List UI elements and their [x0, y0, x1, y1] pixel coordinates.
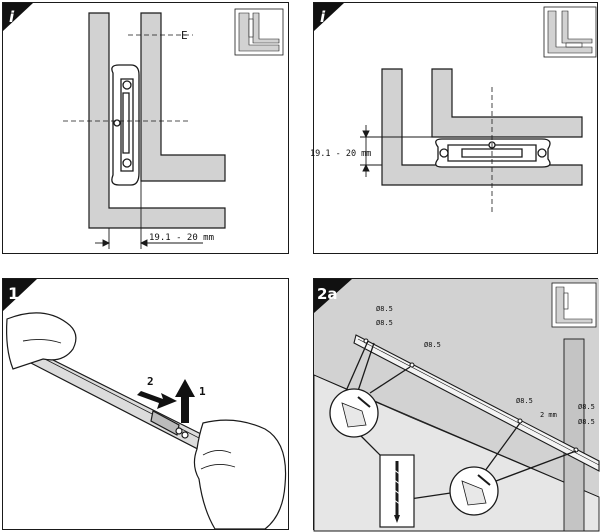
info-badge-triangle — [3, 3, 33, 31]
runner-profile — [111, 64, 140, 186]
info-badge: i — [320, 8, 326, 26]
panel-step-1-separate-runner: 1 2 1 — [2, 278, 289, 530]
offset-label: 2 mm — [540, 411, 557, 419]
dimension-indicator — [95, 181, 203, 249]
hole-diameter-label: Ø8.5 — [578, 403, 595, 411]
cabinet-side-wall — [88, 12, 226, 229]
dimension-label: 19.1 - 20 mm — [149, 233, 214, 243]
runner-profile — [435, 138, 551, 168]
drawer-bottom-wall — [431, 68, 583, 138]
cabinet-bottom-wall — [381, 68, 583, 186]
push-arrow-icon — [137, 391, 177, 409]
left-hand-fingers — [22, 338, 62, 344]
axis-label: E — [181, 29, 188, 42]
step-badge: 1 — [8, 284, 19, 303]
step-badge-triangle — [314, 279, 352, 313]
dimension-indicator — [360, 125, 432, 177]
drill-bit-detail — [379, 454, 415, 528]
dimension-label: 19.1 - 20 mm — [310, 149, 371, 159]
runner-rail — [353, 334, 600, 472]
left-hand — [6, 312, 77, 370]
panel-bottom-mount-detail: i 19.1 - 20 mm — [310, 2, 598, 254]
right-hand — [193, 419, 287, 530]
hole-diameter-label: Ø8.5 — [578, 418, 595, 426]
push-step-number: 2 — [147, 375, 154, 388]
info-badge: i — [9, 8, 15, 26]
hole-diameter-label: Ø8.5 — [516, 397, 533, 405]
step-badge-triangle — [3, 279, 37, 311]
side-mount-illustration: i E — [3, 3, 284, 249]
step-badge: 2a — [317, 285, 338, 303]
hole-diameter-label: Ø8.5 — [376, 319, 393, 327]
drill-detail-circle — [329, 388, 379, 438]
thumbnail-cabinet-corner — [234, 8, 284, 56]
hole-diameter-label: Ø8.5 — [376, 305, 393, 313]
hole-diameter-label: Ø8.5 — [424, 341, 441, 349]
thumbnail-cabinet-corner — [543, 6, 597, 58]
bottom-mount-illustration: i 19.1 - 20 mm — [310, 3, 597, 215]
separate-runner-illustration: 1 2 1 — [3, 279, 287, 530]
cabinet-side-post — [563, 338, 585, 532]
panel-step-2a-mounting-holes: 2a Ø8.5 Ø8.5 Ø8.5 Ø8.5 Ø8.5 Ø8.5 2 mm — [313, 278, 600, 532]
lift-step-number: 1 — [199, 385, 206, 398]
drill-detail-circle — [449, 466, 499, 516]
thumbnail-cabinet-corner — [551, 282, 597, 328]
mounting-holes-illustration: 2a Ø8.5 Ø8.5 Ø8.5 Ø8.5 Ø8.5 Ø8.5 2 mm — [313, 279, 600, 532]
panel-side-mount-detail: i E — [2, 2, 289, 254]
info-badge-triangle — [314, 3, 344, 31]
leader-lines — [345, 340, 577, 500]
lift-arrow-icon — [175, 379, 195, 423]
right-hand-fingers — [200, 450, 236, 470]
